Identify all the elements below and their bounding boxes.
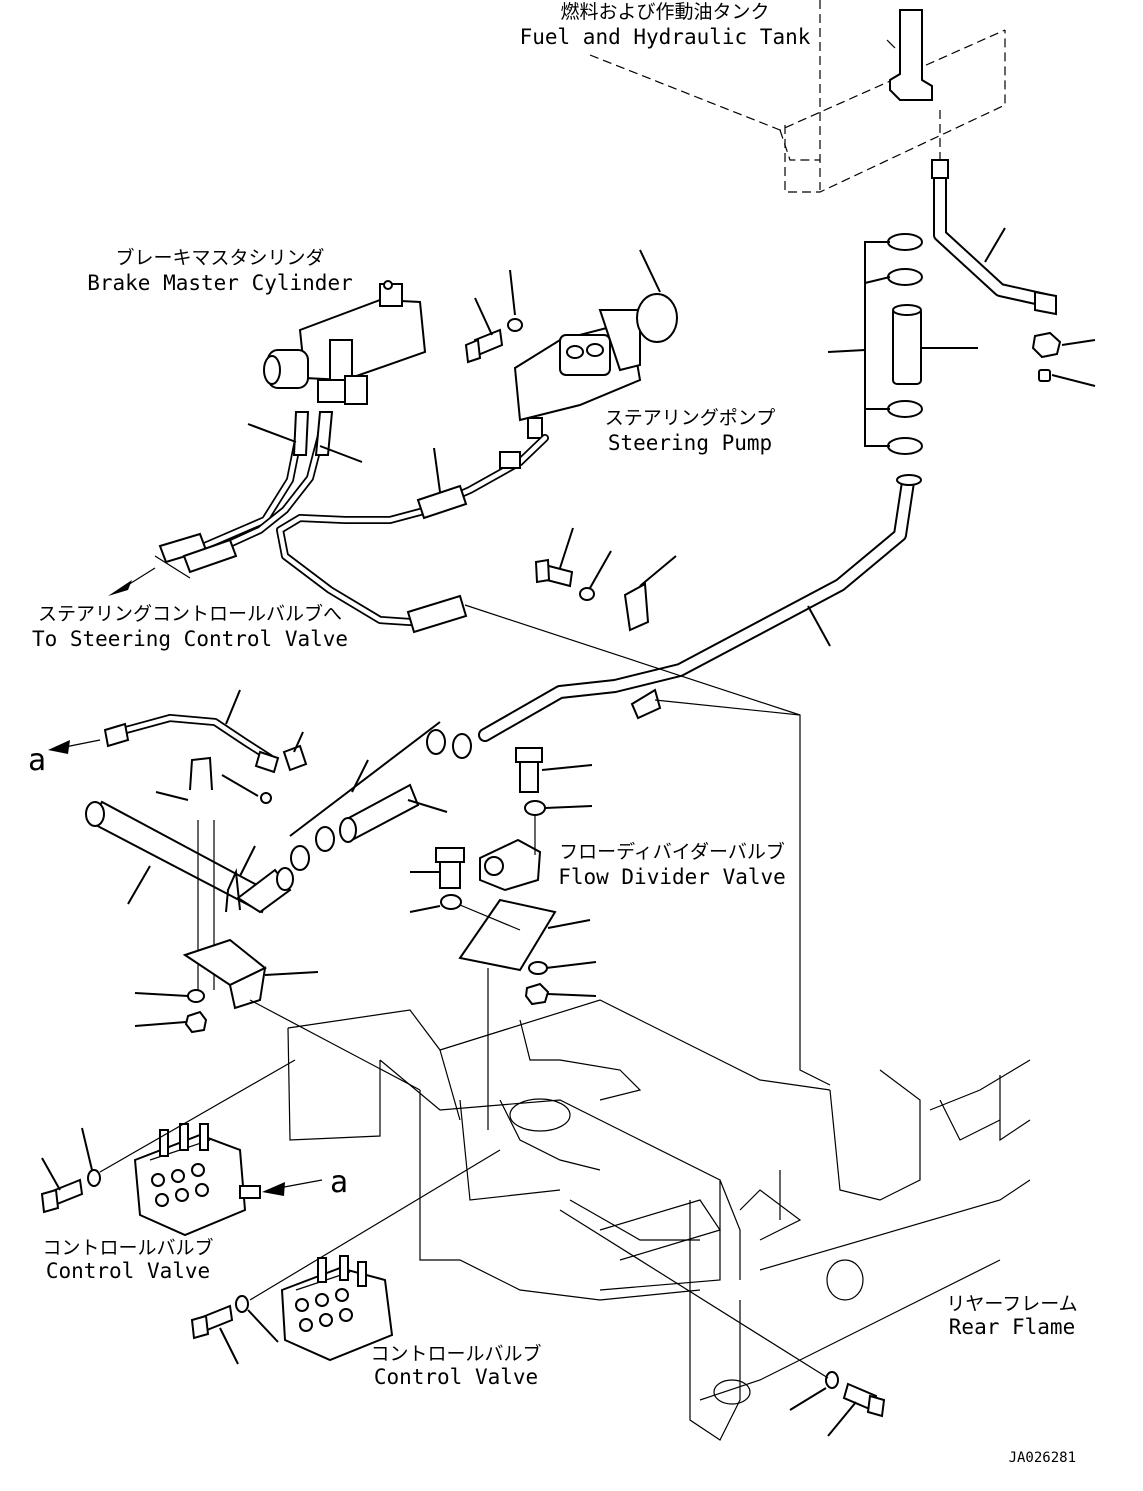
return-tube-assembly: [827, 159, 1096, 455]
fuel-tank-label-jp: 燃料および作動油タンク: [560, 1, 769, 23]
rear-frame-label-en: Rear Flame: [949, 1315, 1075, 1339]
lower-hose-assembly: [289, 721, 472, 871]
flow-divider-label-jp: フローディバイダーバルブ: [559, 840, 785, 863]
hose-clamp: [887, 437, 923, 455]
flow-divider-label-en: Flow Divider Valve: [558, 865, 786, 889]
elbow-fitting: [282, 744, 308, 772]
washer: [528, 961, 548, 975]
washer: [825, 1371, 839, 1389]
control-valve-upper-label-en: Control Valve: [46, 1259, 210, 1283]
hex-nut: [1031, 331, 1062, 359]
hose-clamp: [887, 233, 923, 251]
washer: [87, 1169, 101, 1187]
washer: [440, 894, 462, 910]
washer: [235, 1295, 249, 1313]
washer: [524, 800, 546, 816]
control-valve-upper: [40, 1059, 323, 1237]
rear-frame-label-jp: リヤーフレーム: [946, 1293, 1077, 1315]
steering-pump-label-jp: ステアリングポンプ: [605, 407, 775, 429]
flow-divider-valve: [409, 747, 597, 1130]
brake-hoses: [108, 411, 363, 596]
suction-tube: [478, 474, 922, 1086]
rear-frame-label: リヤーフレーム Rear Flame: [946, 1293, 1077, 1339]
tube-bracket: [630, 688, 662, 720]
o-ring: [636, 293, 678, 343]
steering-pump-label: ステアリングポンプ Steering Pump: [605, 407, 775, 455]
flow-divider-label: フローディバイダーバルブ Flow Divider Valve: [558, 840, 786, 889]
to-steering-valve-label: ステアリングコントロールバルブへ To Steering Control Val…: [32, 602, 348, 651]
valve-bracket-left: [134, 938, 421, 1091]
rubber-hose: [892, 307, 922, 385]
hose-clamp: [887, 268, 923, 286]
pump-bolt: [464, 269, 523, 364]
steering-pump-hose: [276, 434, 801, 716]
brake-cylinder-label: ブレーキマスタシリンダ Brake Master Cylinder: [87, 246, 353, 295]
hose-clamp: [426, 729, 446, 755]
hex-nut: [524, 982, 550, 1006]
control-valve-upper-label: コントロールバルブ Control Valve: [42, 1236, 213, 1283]
control-valve-lower-label-en: Control Valve: [374, 1365, 538, 1389]
brake-cylinder-label-jp: ブレーキマスタシリンダ: [115, 246, 324, 269]
hose-clamp: [452, 733, 472, 759]
steering-pump-label-en: Steering Pump: [608, 431, 772, 455]
ref-mark-a-left: a: [28, 743, 46, 778]
pipe-and-ubolt: [85, 756, 294, 990]
drawing-number: JA026281: [1009, 1450, 1076, 1466]
hose-clamp: [315, 826, 335, 852]
tube-clip-fasteners: [534, 527, 677, 632]
fuel-hydraulic-tank: [589, 0, 1006, 193]
fuel-tank-label: 燃料および作動油タンク Fuel and Hydraulic Tank: [520, 1, 811, 49]
pilot-hose-to-a: [48, 689, 308, 804]
fuel-tank-label-en: Fuel and Hydraulic Tank: [520, 25, 811, 49]
ref-mark-a-valve: a: [330, 1165, 348, 1200]
hose-clamp: [887, 400, 923, 418]
control-valve-lower: [190, 1149, 501, 1365]
brake-master-cylinder: [263, 280, 427, 405]
to-steering-valve-label-jp: ステアリングコントロールバルブへ: [38, 602, 342, 625]
steering-pump: [433, 249, 678, 493]
hex-nut: [184, 1010, 208, 1034]
to-steering-valve-label-en: To Steering Control Valve: [32, 627, 348, 651]
control-valve-lower-label-jp: コントロールバルブ: [370, 1342, 541, 1365]
frame-bolt: [559, 1209, 886, 1437]
rear-frame: [287, 999, 1031, 1441]
washer: [187, 989, 205, 1003]
brake-cylinder-label-en: Brake Master Cylinder: [87, 271, 353, 295]
o-ring: [260, 792, 272, 804]
control-valve-lower-label: コントロールバルブ Control Valve: [370, 1342, 541, 1389]
control-valve-upper-label-jp: コントロールバルブ: [42, 1236, 213, 1259]
divider-mount-plate: [458, 898, 557, 972]
fitting-plug: [1038, 369, 1051, 382]
hose-clamp: [290, 845, 310, 871]
